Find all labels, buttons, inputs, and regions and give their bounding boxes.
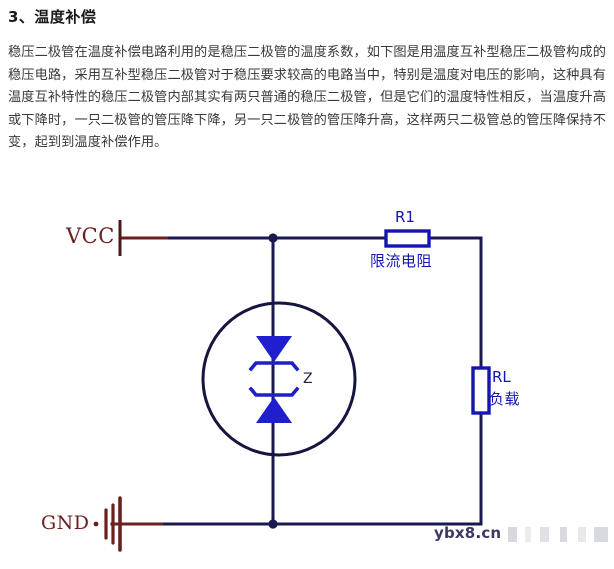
zener-diode-pair [248,336,300,423]
label-rl-desc: 负载 [489,390,521,408]
label-r1-desc: 限流电阻 [370,252,433,270]
label-vcc: VCC [66,224,115,248]
label-gnd: GND [41,512,90,534]
zener-diode-bottom-triangle [256,397,292,423]
article-paragraph: 稳压二极管在温度补偿电路利用的是稳压二极管的温度系数，如下图是用温度互补型稳压二… [8,45,606,151]
circuit-schematic: VCC GND R1 限流电阻 Z RL 负载 [0,180,614,565]
watermark-text: ybx8 [434,524,476,542]
watermark: ybx8.cn [434,524,501,542]
zener-diode-top-bar [248,361,300,372]
watermark-dot: . [475,524,482,542]
r1-resistor-body [384,229,431,248]
article-container: 3、温度补偿 稳压二极管在温度补偿电路利用的是稳压二极管的温度系数，如下图是用温… [0,0,614,155]
junction-dot-top [268,233,278,243]
watermark-suffix: cn [481,524,502,542]
wire-group [110,236,483,526]
circuit-svg [93,220,491,552]
junction-dot-bottom [268,519,278,529]
label-rl: RL [492,368,511,386]
rl-resistor-body [471,366,491,415]
zener-diode-bottom-bar [248,386,300,397]
terminal-leads [112,236,168,526]
zener-package-circle [201,301,357,457]
gnd-symbol [93,496,122,552]
gnd-dot [93,521,99,527]
zener-diode-top-triangle [256,336,292,362]
label-zener: Z [303,371,313,387]
page-title: 3、温度补偿 [8,8,97,26]
label-r1: R1 [395,208,415,226]
